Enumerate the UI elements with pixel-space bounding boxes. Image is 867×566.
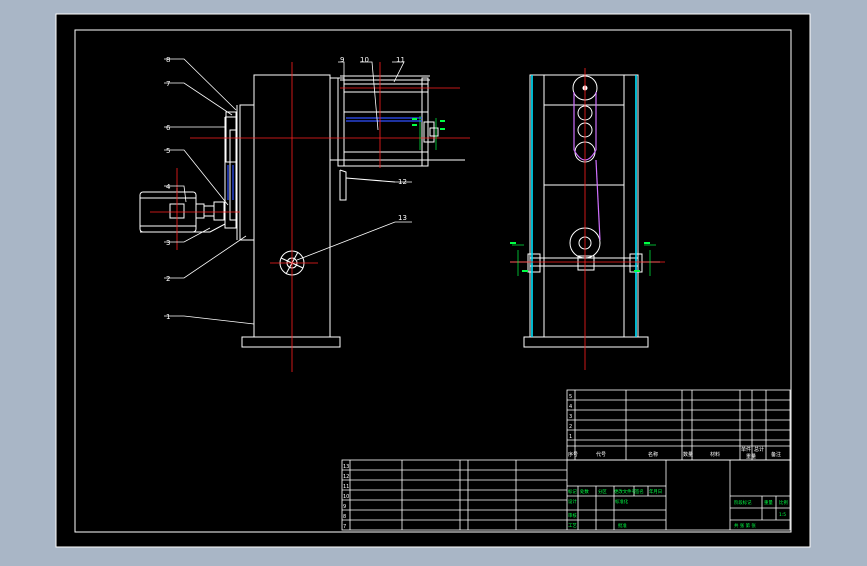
svg-text:3: 3 bbox=[569, 414, 572, 420]
svg-text:总计: 总计 bbox=[754, 446, 764, 453]
svg-text:备注: 备注 bbox=[771, 451, 781, 458]
front-cyan-columns bbox=[531, 75, 637, 337]
parts-list-table bbox=[566, 389, 791, 461]
title-block bbox=[341, 459, 791, 531]
balloon-1: 1 bbox=[166, 313, 170, 321]
svg-text:设计: 设计 bbox=[568, 498, 577, 505]
svg-text:材料: 材料 bbox=[710, 451, 720, 458]
balloon-10: 10 bbox=[360, 56, 369, 64]
svg-text:12: 12 bbox=[343, 474, 349, 480]
balloon-7: 7 bbox=[166, 80, 170, 88]
balloon-5: 5 bbox=[166, 147, 170, 155]
svg-text:比例: 比例 bbox=[779, 499, 788, 506]
balloon-13: 13 bbox=[398, 214, 407, 222]
drawing-sheet bbox=[55, 13, 811, 548]
leader-lines bbox=[164, 58, 412, 325]
svg-text:13: 13 bbox=[343, 464, 349, 470]
balloon-labels: 8 7 6 5 4 3 2 1 9 10 11 12 13 bbox=[166, 56, 407, 321]
svg-text:年月日: 年月日 bbox=[649, 488, 662, 495]
side-tolerance-marks bbox=[412, 118, 445, 130]
balloon-4: 4 bbox=[166, 183, 171, 191]
svg-text:10: 10 bbox=[343, 494, 349, 500]
svg-text:签名: 签名 bbox=[635, 488, 644, 495]
front-frame bbox=[529, 74, 639, 338]
svg-text:8: 8 bbox=[343, 514, 346, 520]
balloon-11: 11 bbox=[396, 56, 405, 64]
svg-text:审核: 审核 bbox=[568, 512, 577, 519]
balloon-8: 8 bbox=[166, 56, 170, 64]
svg-text:批准: 批准 bbox=[618, 522, 627, 529]
svg-text:4: 4 bbox=[569, 404, 572, 410]
svg-text:工艺: 工艺 bbox=[568, 523, 577, 529]
svg-text:1:5: 1:5 bbox=[779, 512, 786, 518]
svg-text:序号: 序号 bbox=[568, 451, 578, 458]
svg-text:数量: 数量 bbox=[683, 451, 693, 458]
balloon-9: 9 bbox=[340, 56, 344, 64]
balloon-3: 3 bbox=[166, 239, 170, 247]
balloon-2: 2 bbox=[166, 275, 170, 283]
svg-text:处数: 处数 bbox=[580, 488, 589, 495]
side-centerlines bbox=[150, 62, 470, 372]
svg-text:11: 11 bbox=[343, 484, 349, 490]
svg-text:重量: 重量 bbox=[764, 499, 773, 506]
svg-text:5: 5 bbox=[569, 394, 572, 400]
svg-text:重量: 重量 bbox=[746, 453, 756, 460]
drawing-border bbox=[74, 29, 792, 533]
svg-text:标记: 标记 bbox=[568, 488, 577, 495]
change-row-numbers: 13 12 11 10 9 8 7 bbox=[343, 464, 349, 530]
svg-text:阶段标记: 阶段标记 bbox=[734, 499, 752, 506]
side-belt bbox=[227, 117, 422, 200]
svg-text:9: 9 bbox=[343, 504, 346, 510]
svg-text:1: 1 bbox=[569, 434, 572, 440]
svg-text:7: 7 bbox=[343, 524, 346, 530]
svg-text:分区: 分区 bbox=[598, 488, 607, 495]
front-centerlines bbox=[510, 68, 665, 370]
parts-list-rows: 5 4 3 2 1 bbox=[569, 394, 572, 440]
front-tolerance-marks bbox=[512, 244, 656, 276]
svg-text:共 张 第 张: 共 张 第 张 bbox=[734, 522, 756, 529]
svg-text:名称: 名称 bbox=[648, 451, 658, 458]
title-block-labels: 标记 处数 分区 更改文件号 签名 年月日 设计 标准化 审核 工艺 批准 阶段… bbox=[568, 488, 788, 529]
svg-text:单件: 单件 bbox=[741, 446, 751, 453]
balloon-6: 6 bbox=[166, 124, 171, 132]
parts-list-header: 序号 代号 名称 数量 材料 单件 总计 重量 备注 bbox=[568, 446, 781, 460]
svg-text:更改文件号: 更改文件号 bbox=[614, 488, 637, 495]
svg-text:代号: 代号 bbox=[596, 451, 606, 458]
svg-text:标准化: 标准化 bbox=[615, 498, 629, 505]
svg-text:2: 2 bbox=[569, 424, 572, 430]
balloon-12: 12 bbox=[398, 178, 407, 186]
side-view bbox=[139, 74, 465, 348]
